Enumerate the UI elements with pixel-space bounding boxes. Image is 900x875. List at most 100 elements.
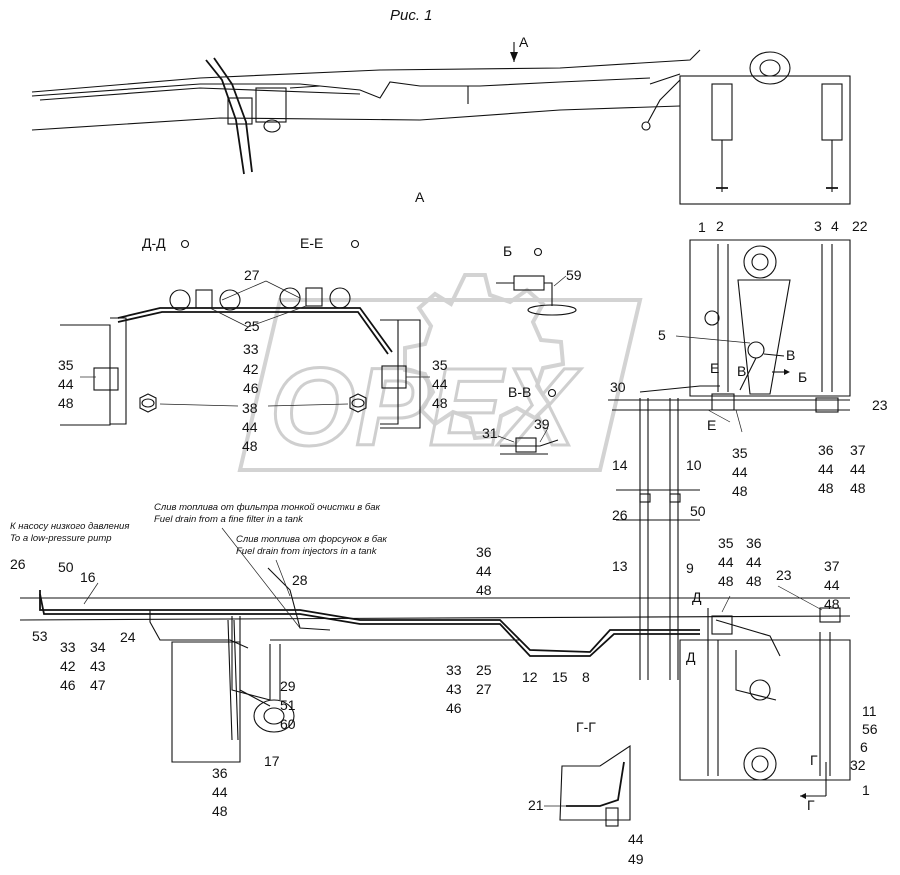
callout-c36c: 36 (746, 535, 762, 551)
callout-c31: 31 (482, 425, 498, 441)
callout-c30: 30 (610, 379, 626, 395)
callout-c48h: 48 (718, 573, 734, 589)
view-title: А (415, 189, 425, 205)
frame-bottom-view (19, 567, 851, 781)
callout-c44d: 44 (732, 464, 748, 480)
callout-c22: 22 (852, 218, 868, 234)
section-dd-ee-detail: Д-Д Е-Е (60, 235, 430, 429)
callout-c60: 60 (280, 716, 296, 732)
callout-c44l: 44 (628, 831, 644, 847)
note-pump-ru: К насосу низкого давления (10, 521, 129, 532)
callout-c15: 15 (552, 669, 568, 685)
marker-d-top: Д (692, 589, 702, 605)
callout-c50a: 50 (690, 503, 706, 519)
callout-c39: 39 (534, 416, 550, 432)
callout-c36d: 36 (212, 765, 228, 781)
callout-c44e: 44 (818, 461, 834, 477)
callout-c50b: 50 (58, 559, 74, 575)
callout-c51: 51 (280, 697, 296, 713)
callout-c48d: 48 (732, 483, 748, 499)
callout-c1: 1 (698, 219, 706, 235)
callout-c35b: 35 (432, 357, 448, 373)
section-b-detail: Б (496, 243, 577, 316)
callout-c44k: 44 (212, 784, 228, 800)
marker-d-bottom: Д (686, 649, 696, 665)
callout-c44c: 44 (242, 419, 258, 435)
marker-g-top: Г (810, 752, 818, 768)
note-pump-en: To a low-pressure pump (10, 533, 112, 544)
view-arrow-label: А (519, 34, 529, 50)
callout-c13: 13 (612, 558, 628, 574)
callout-c33c: 33 (446, 662, 462, 678)
callout-c8: 8 (582, 669, 590, 685)
section-vv-detail: В-В (497, 384, 559, 455)
callout-c17: 17 (264, 753, 280, 769)
tank-upper (608, 239, 851, 680)
callout-c26a: 26 (612, 507, 628, 523)
callout-c3: 3 (814, 218, 822, 234)
marker-e-bottom: Е (707, 417, 716, 433)
callout-c25a: 25 (244, 318, 260, 334)
marker-e-top: Е (710, 360, 719, 376)
note-filter-en: Fuel drain from a fine filter in a tank (154, 514, 304, 525)
marker-v-right: В (786, 347, 795, 363)
callout-c43a: 43 (90, 658, 106, 674)
callout-c28: 28 (292, 572, 308, 588)
section-gg-detail: Г-Г (544, 719, 631, 827)
notes: К насосу низкого давления To a low-press… (10, 502, 387, 629)
callout-c21: 21 (528, 797, 544, 813)
callout-c35a: 35 (58, 357, 74, 373)
callout-c35d: 35 (718, 535, 734, 551)
watermark-text: OPEX (270, 346, 581, 469)
callout-c36a: 36 (818, 442, 834, 458)
callout-c48i: 48 (746, 573, 762, 589)
callout-c48k: 48 (212, 803, 228, 819)
callout-c59: 59 (566, 267, 582, 283)
callout-c25b: 25 (476, 662, 492, 678)
frame-side-view (31, 49, 851, 205)
note-injectors-en: Fuel drain from injectors in a tank (236, 546, 378, 557)
callout-c47: 47 (90, 677, 106, 693)
marker-g-bottom: Г (807, 797, 815, 813)
callout-c23b: 23 (776, 567, 792, 583)
callout-c34: 34 (90, 639, 106, 655)
callout-c23a: 23 (872, 397, 888, 413)
callout-c2: 2 (716, 218, 724, 234)
callout-c38: 38 (242, 400, 258, 416)
callout-c5: 5 (658, 327, 666, 343)
callout-c29: 29 (280, 678, 296, 694)
section-b-title: Б (503, 243, 512, 259)
callout-c44j: 44 (824, 577, 840, 593)
callout-c37a: 37 (850, 442, 866, 458)
callout-c48f: 48 (850, 480, 866, 496)
callout-c49: 49 (628, 851, 644, 867)
callout-c48a: 48 (58, 395, 74, 411)
callout-c48b: 48 (432, 395, 448, 411)
note-filter-ru: Слив топлива от фильтра тонкой очистки в… (154, 502, 381, 513)
callout-c27b: 27 (476, 681, 492, 697)
section-markers: Д Д Е Е В В Б Г Г (686, 347, 827, 813)
note-injectors-ru: Слив топлива от форсунок в бак (236, 534, 387, 545)
callout-c12: 12 (522, 669, 538, 685)
callout-c48j: 48 (824, 596, 840, 612)
view-arrow-a: А (510, 34, 529, 62)
callout-c33a: 33 (243, 341, 259, 357)
figure-title: Рис. 1 (390, 7, 433, 24)
callout-c14: 14 (612, 457, 628, 473)
callout-c42b: 42 (60, 658, 76, 674)
callout-c43b: 43 (446, 681, 462, 697)
callout-c48g: 48 (476, 582, 492, 598)
watermark: OPEX (237, 273, 643, 472)
callout-c44f: 44 (850, 461, 866, 477)
callout-c44h: 44 (718, 554, 734, 570)
callout-c1b: 1 (862, 782, 870, 798)
callout-c44a: 44 (58, 376, 74, 392)
callout-c46c: 46 (446, 700, 462, 716)
marker-b: Б (798, 369, 807, 385)
callout-c16: 16 (80, 569, 96, 585)
section-dd-title: Д-Д (142, 235, 166, 251)
callout-c46a: 46 (243, 380, 259, 396)
callout-c4: 4 (831, 218, 839, 234)
